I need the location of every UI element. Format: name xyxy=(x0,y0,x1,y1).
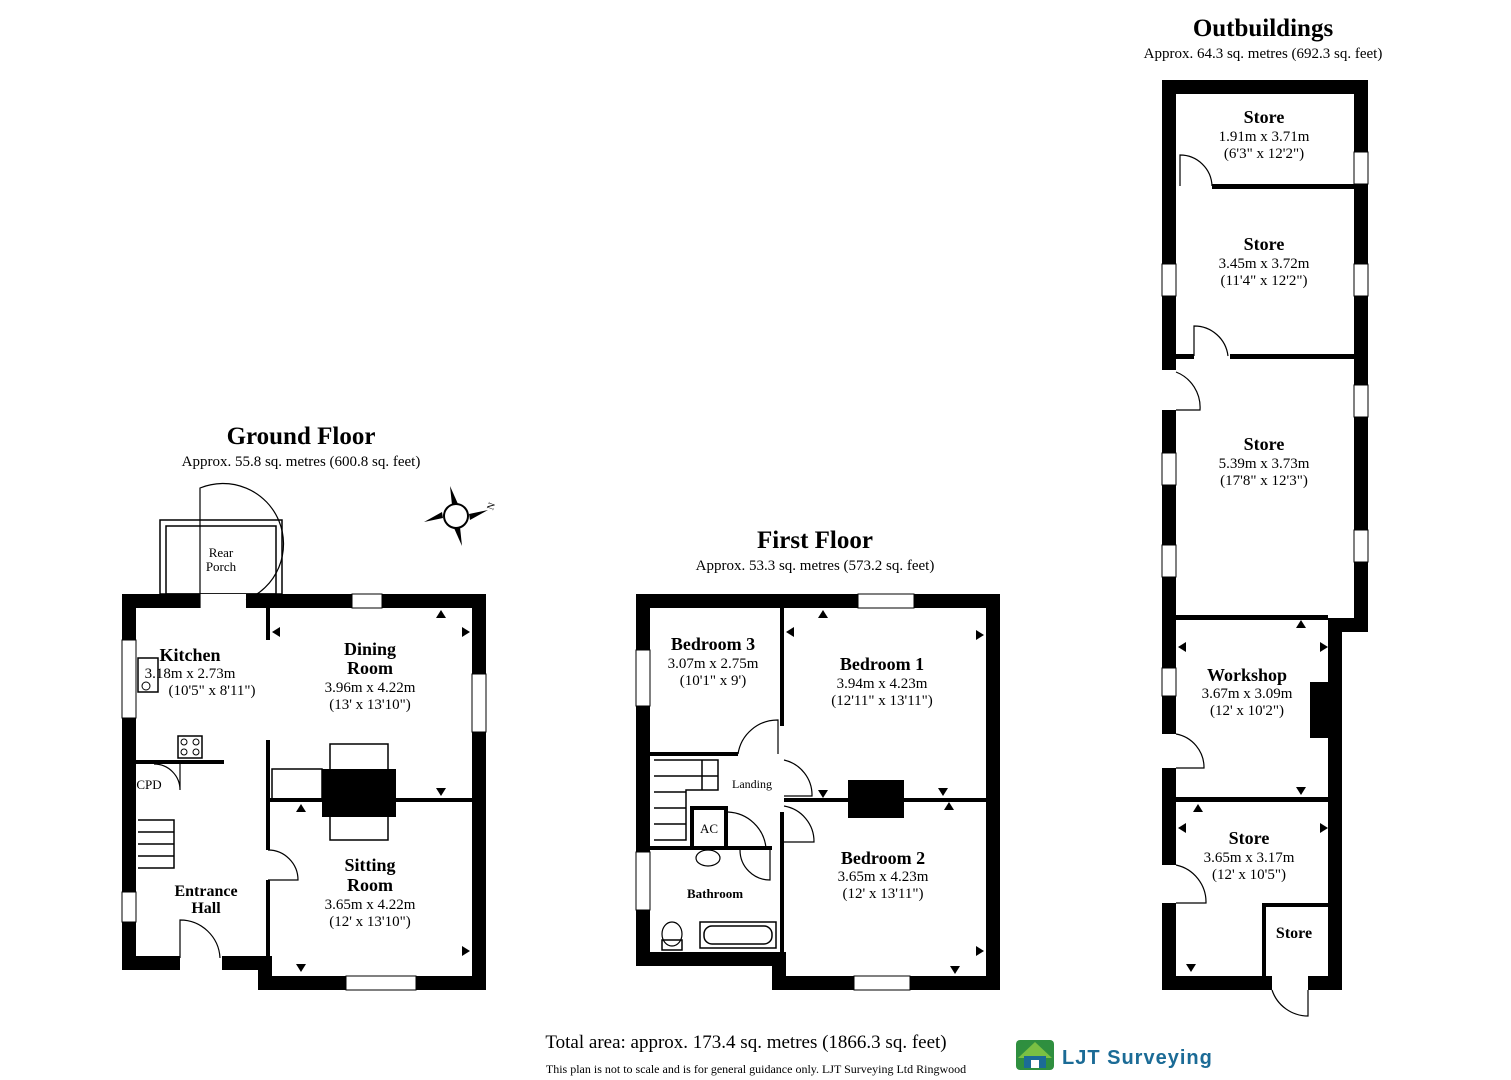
store-1: Store 1.91m x 3.71m (6'3" x 12'2") xyxy=(1219,107,1310,162)
bedroom-3-imperial: (10'1" x 9') xyxy=(680,673,747,689)
workshop-metric: 3.67m x 3.09m xyxy=(1202,686,1293,702)
store-4-metric: 3.65m x 3.17m xyxy=(1204,850,1295,866)
store-4: Store 3.65m x 3.17m (12' x 10'5") xyxy=(1204,828,1295,883)
dining-room-name-1: Dining xyxy=(344,639,396,659)
sitting-room-name-2: Room xyxy=(347,875,393,895)
store-2-metric: 3.45m x 3.72m xyxy=(1219,256,1310,272)
bedroom-2: Bedroom 2 3.65m x 4.23m (12' x 13'11") xyxy=(838,848,929,902)
store-3-name: Store xyxy=(1244,434,1285,454)
bedroom-1-imperial: (12'11" x 13'11") xyxy=(831,693,933,709)
bedroom-3-metric: 3.07m x 2.75m xyxy=(668,656,759,672)
store-1-name: Store xyxy=(1244,107,1285,127)
footer: Total area: approx. 173.4 sq. metres (18… xyxy=(545,1032,1213,1076)
dining-room-name-2: Room xyxy=(347,658,393,678)
total-area: Total area: approx. 173.4 sq. metres (18… xyxy=(545,1032,946,1053)
store-1-imperial: (6'3" x 12'2") xyxy=(1224,146,1304,162)
workshop-imperial: (12' x 10'2") xyxy=(1210,703,1284,719)
store-2: Store 3.45m x 3.72m (11'4" x 12'2") xyxy=(1219,234,1310,289)
kitchen-name: Kitchen xyxy=(160,645,221,665)
kitchen-metric: 3.18m x 2.73m xyxy=(145,666,236,682)
rear-porch: Rear Porch xyxy=(206,545,237,574)
outbuildings-doors xyxy=(1175,154,1309,1017)
cpd-label: CPD xyxy=(136,777,161,792)
disclaimer: This plan is not to scale and is for gen… xyxy=(546,1062,966,1076)
store-3-metric: 5.39m x 3.73m xyxy=(1219,456,1310,472)
entrance-hall-name-1: Entrance xyxy=(174,883,237,900)
bedroom-2-imperial: (12' x 13'11") xyxy=(843,886,924,902)
first-floor-title: First Floor xyxy=(757,527,873,554)
workshop: Workshop 3.67m x 3.09m (12' x 10'2") xyxy=(1202,665,1293,719)
dining-room: Dining Room 3.96m x 4.22m (13' x 13'10") xyxy=(325,639,416,713)
ac-label: AC xyxy=(700,821,718,836)
first-floor-walls xyxy=(635,593,1000,991)
ground-floor: Ground Floor Approx. 55.8 sq. metres (60… xyxy=(121,423,498,991)
entrance-hall-name-2: Hall xyxy=(191,900,221,917)
compass-label: N xyxy=(485,501,498,512)
first-floor-doors xyxy=(727,719,815,881)
bedroom-2-metric: 3.65m x 4.23m xyxy=(838,869,929,885)
store-3: Store 5.39m x 3.73m (17'8" x 12'3") xyxy=(1219,434,1310,489)
entrance-hall: Entrance Hall xyxy=(174,883,237,917)
outbuildings-title: Outbuildings xyxy=(1193,15,1334,42)
store-5-name: Store xyxy=(1276,925,1312,942)
kitchen-imperial: (10'5" x 8'11") xyxy=(168,683,255,699)
store-2-name: Store xyxy=(1244,234,1285,254)
rear-porch-name-1: Rear xyxy=(209,545,234,560)
bedroom-1-name: Bedroom 1 xyxy=(840,654,924,674)
bedroom-3-name: Bedroom 3 xyxy=(671,634,755,654)
sitting-room-imperial: (12' x 13'10") xyxy=(329,914,411,930)
ljt-logo-text: LJT Surveying xyxy=(1062,1047,1213,1069)
bedroom-2-name: Bedroom 2 xyxy=(841,848,925,868)
first-floor-area: Approx. 53.3 sq. metres (573.2 sq. feet) xyxy=(696,558,935,574)
compass-icon: N xyxy=(424,486,498,546)
ljt-logo-icon xyxy=(1016,1040,1054,1070)
ground-floor-arrows xyxy=(272,610,470,972)
dining-room-imperial: (13' x 13'10") xyxy=(329,697,411,713)
outbuildings: Outbuildings Approx. 64.3 sq. metres (69… xyxy=(1144,15,1383,1017)
store-1-metric: 1.91m x 3.71m xyxy=(1219,129,1310,145)
landing-label: Landing xyxy=(732,777,772,791)
store-2-imperial: (11'4" x 12'2") xyxy=(1220,273,1307,289)
bedroom-3: Bedroom 3 3.07m x 2.75m (10'1" x 9') xyxy=(668,634,759,689)
first-floor: First Floor Approx. 53.3 sq. metres (573… xyxy=(635,527,1000,991)
bedroom-1-metric: 3.94m x 4.23m xyxy=(837,676,928,692)
store-3-imperial: (17'8" x 12'3") xyxy=(1220,473,1308,489)
sitting-room-name-1: Sitting xyxy=(344,855,395,875)
sitting-room: Sitting Room 3.65m x 4.22m (12' x 13'10"… xyxy=(325,855,416,930)
outbuildings-area: Approx. 64.3 sq. metres (692.3 sq. feet) xyxy=(1144,46,1383,62)
ground-floor-title: Ground Floor xyxy=(227,423,376,450)
bedroom-1: Bedroom 1 3.94m x 4.23m (12'11" x 13'11"… xyxy=(831,654,933,709)
first-floor-fixtures xyxy=(654,759,777,951)
outbuildings-walls xyxy=(1161,80,1369,990)
ground-floor-walls xyxy=(121,519,487,991)
first-floor-arrows xyxy=(786,610,984,974)
store-4-imperial: (12' x 10'5") xyxy=(1212,867,1286,883)
rear-porch-name-2: Porch xyxy=(206,559,237,574)
sitting-room-metric: 3.65m x 4.22m xyxy=(325,897,416,913)
ground-floor-area: Approx. 55.8 sq. metres (600.8 sq. feet) xyxy=(182,454,421,470)
dining-room-metric: 3.96m x 4.22m xyxy=(325,680,416,696)
ground-floor-doors xyxy=(137,482,299,959)
store-4-name: Store xyxy=(1229,828,1270,848)
workshop-name: Workshop xyxy=(1207,665,1287,685)
bathroom-label: Bathroom xyxy=(687,886,743,901)
kitchen: Kitchen 3.18m x 2.73m (10'5" x 8'11") xyxy=(145,645,256,699)
outbuildings-arrows xyxy=(1178,620,1328,972)
